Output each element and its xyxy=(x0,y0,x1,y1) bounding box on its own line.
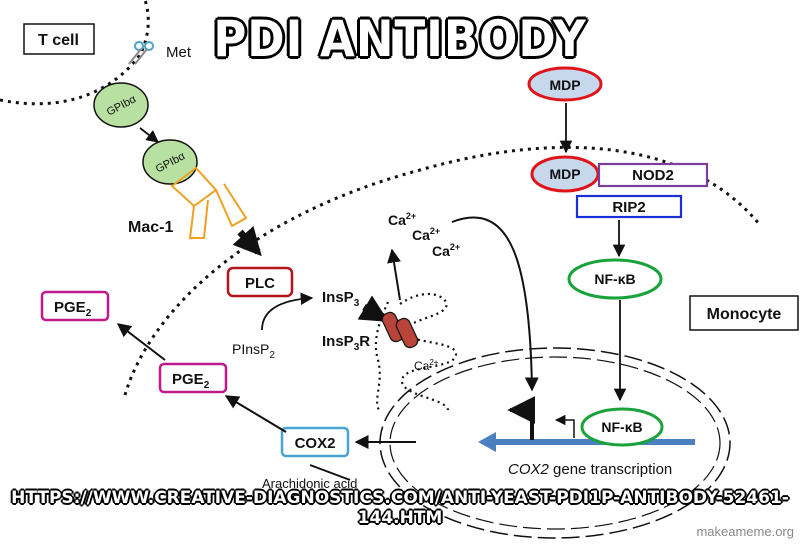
ca-label-2: Ca2+ xyxy=(412,226,440,243)
arrow-pge2-export xyxy=(116,323,166,361)
cox2-box xyxy=(280,426,350,458)
t-cell-label-box xyxy=(23,23,95,55)
cox2-label: COX2 xyxy=(295,435,336,452)
small-promoter-icon xyxy=(554,414,575,438)
t-cell-membrane xyxy=(0,0,150,106)
pge2-inner-box xyxy=(158,362,228,394)
mac1-integrin xyxy=(170,166,248,239)
mdp-bound-label: MDP xyxy=(549,166,580,182)
met-partial-label: Met xyxy=(166,44,192,61)
scissors-icon xyxy=(128,41,154,65)
arachidonic-acid-label: Arachidonic acid xyxy=(262,476,357,491)
dna-direction-arrowhead xyxy=(478,432,496,452)
arrow-insp3-receptor xyxy=(357,295,389,323)
endoplasmic-reticulum xyxy=(374,292,458,413)
nod2-label: NOD2 xyxy=(632,167,674,184)
insp3r-label: InsP3R xyxy=(322,333,370,353)
monocyte-label-box xyxy=(689,295,799,331)
nfkb-nuclear-label: NF-κB xyxy=(601,419,642,435)
ca-er-label: Ca2+ xyxy=(414,358,439,373)
nfkb-nuclear xyxy=(580,407,664,447)
pinsp2-label: PInsP2 xyxy=(232,341,275,361)
meme-top-caption: PDI ANTIBODY xyxy=(213,10,587,68)
arrow-ca-nucleus xyxy=(451,216,539,392)
mac1-label: Mac-1 xyxy=(128,219,173,236)
rip2-box xyxy=(575,194,683,219)
arachidonic-acid-line xyxy=(309,464,351,481)
nod2-box xyxy=(597,162,709,188)
mdp-extracellular-label: MDP xyxy=(549,77,580,93)
monocyte-label: Monocyte xyxy=(707,306,782,323)
arrow-gp1-gp2 xyxy=(139,127,159,143)
gpib-alpha-top xyxy=(93,82,149,128)
insp3-label: InsP3 xyxy=(322,289,360,309)
nfkb-cytoplasmic-label: NF-κB xyxy=(594,271,635,287)
t-cell-label: T cell xyxy=(38,32,79,49)
ca-label-1: Ca2+ xyxy=(388,211,416,228)
arrow-pinsp2-insp3 xyxy=(261,292,314,331)
meme-bottom-caption: HTTPS://WWW.CREATIVE-DIAGNOSTICS.COM/ANT… xyxy=(11,488,789,528)
gpib-alpha-bound xyxy=(142,139,198,185)
gene-transcription-label: COX2 gene transcription xyxy=(508,461,672,478)
nucleus-envelope-inner xyxy=(389,356,721,530)
makeameme-watermark: makeameme.org xyxy=(696,524,794,539)
pge2-outer-box xyxy=(40,290,110,322)
mdp-extracellular xyxy=(527,66,603,102)
ca-label-3: Ca2+ xyxy=(432,242,460,259)
rip2-label: RIP2 xyxy=(612,199,645,216)
insp3-receptor xyxy=(381,311,419,349)
pge2-inner-label: PGE2 xyxy=(172,371,210,391)
plc-box xyxy=(226,266,294,298)
arrow-ca-release xyxy=(387,248,401,301)
nfkb-cytoplasmic xyxy=(567,258,663,300)
transcription-start-icon xyxy=(507,396,536,440)
monocyte-membrane xyxy=(123,145,762,396)
plc-label: PLC xyxy=(245,275,275,292)
arrow-cox2-pge2 xyxy=(224,395,287,433)
arrow-mac1-plc xyxy=(232,225,262,257)
pge2-outer-label: PGE2 xyxy=(54,299,92,319)
